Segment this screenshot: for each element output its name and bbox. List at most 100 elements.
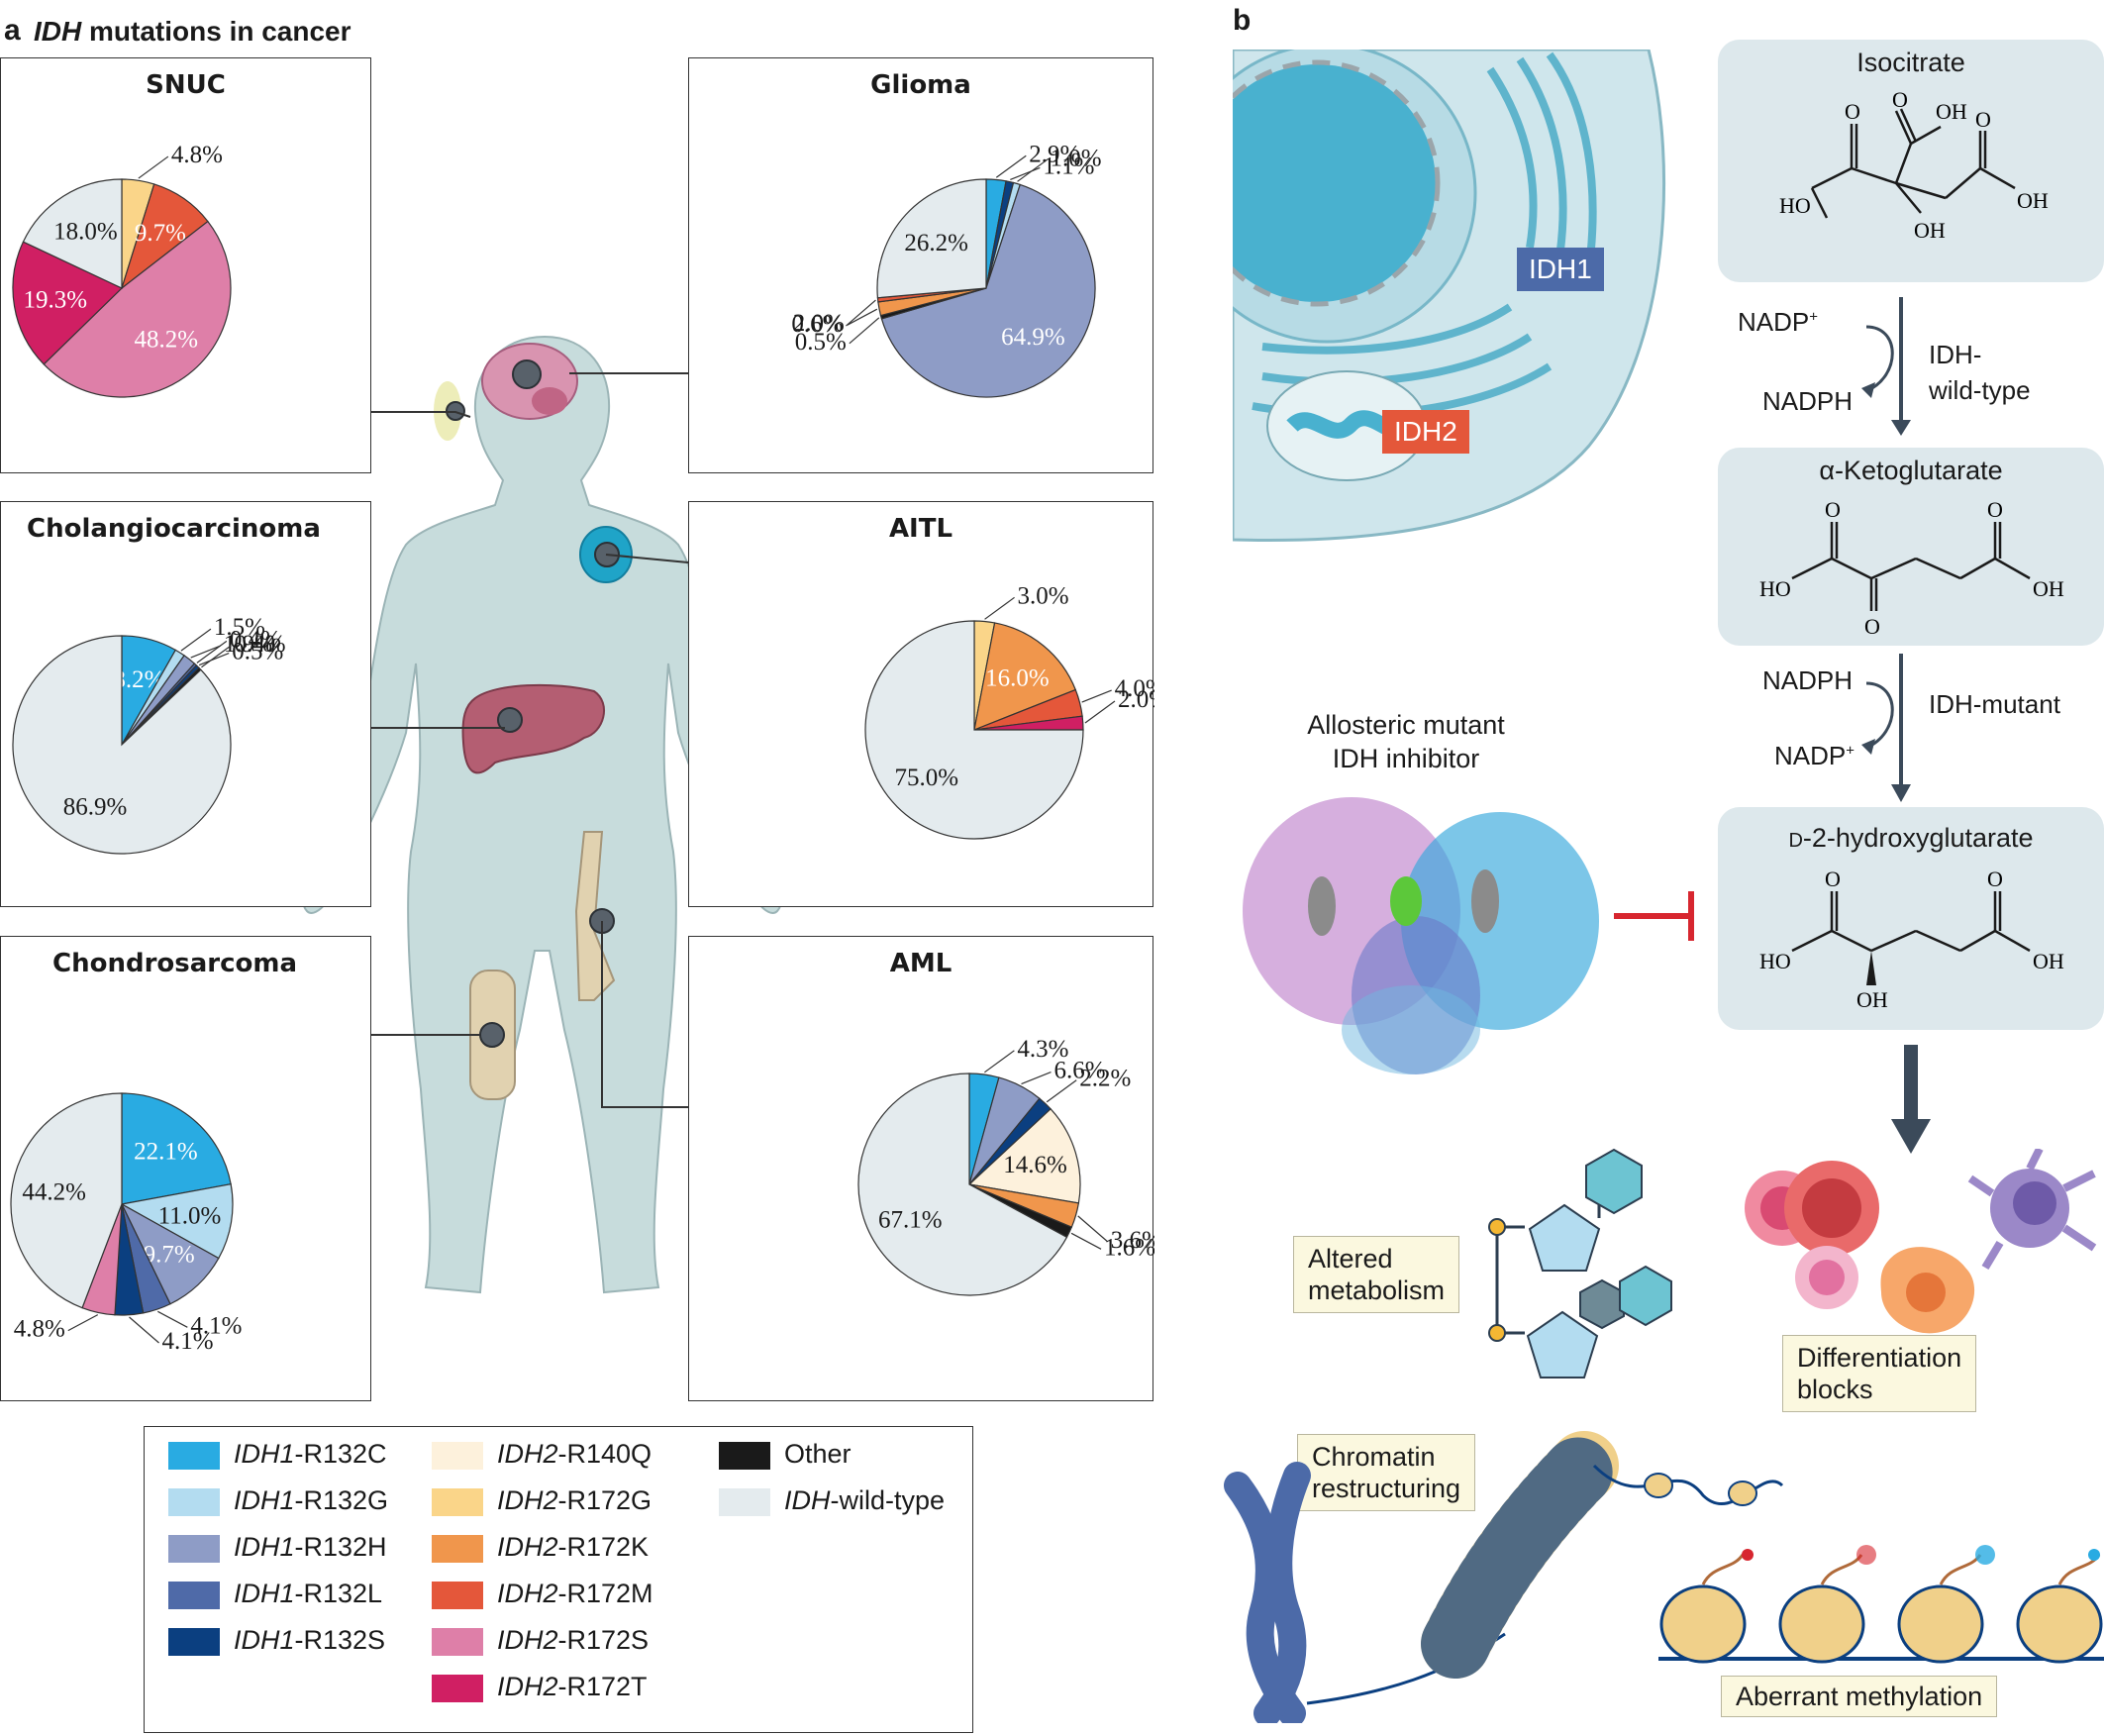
step1-arrow — [1861, 297, 1911, 436]
pie-slice-label: 16.0% — [985, 664, 1050, 691]
pie-slice-label: 2.0% — [1118, 686, 1154, 713]
legend-swatch — [719, 1441, 770, 1470]
chart-cholangiocarcinoma: Cholangiocarcinoma 8.2%1.5%1.9%0.4%0.5%0… — [0, 501, 371, 907]
pie-slice-idh-wild-type — [876, 178, 987, 299]
legend-item: IDH2-R140Q — [432, 1439, 652, 1470]
pie-slice-label: 75.0% — [894, 765, 958, 791]
label-leader-line — [67, 1314, 99, 1332]
pie-slice-label: 0.5% — [795, 329, 847, 356]
pie-slice-label: 18.0% — [53, 218, 118, 245]
chart-title: AITL — [888, 514, 953, 544]
pie-slice-label: 2.9% — [1029, 141, 1080, 167]
legend-gene: IDH2 — [497, 1579, 558, 1608]
legend-variant: -R140Q — [557, 1439, 652, 1469]
pie-slice-idh-wild-type — [864, 620, 1084, 840]
legend-variant: -R172T — [557, 1672, 648, 1701]
label-leader-line — [1010, 166, 1041, 181]
legend-item: IDH-wild-type — [719, 1485, 945, 1516]
akg-box: α-Ketoglutarate HO O O O OH — [1718, 448, 2104, 646]
pie-slice-label: 4.3% — [1017, 1036, 1068, 1063]
d2hg-o2: O — [1987, 867, 2003, 891]
legend-swatch — [168, 1441, 220, 1470]
akg-oh: OH — [2033, 576, 2064, 601]
legend-variant: -wild-type — [830, 1485, 946, 1515]
pie-slice-label: 1.9% — [224, 631, 275, 658]
legend-item: IDH1-R132L — [168, 1579, 382, 1609]
step1-enzyme: IDH-wild-type — [1929, 340, 2031, 405]
step1-nadp: NADP+ — [1738, 307, 1819, 337]
inhibitor-protein — [1243, 797, 1599, 1074]
pie-slice-label: 4.0% — [1115, 675, 1154, 702]
pie-slice-label: 44.2% — [22, 1178, 86, 1205]
legend-gene: IDH1 — [234, 1579, 295, 1608]
pie-slice-label: 0.4% — [234, 631, 285, 658]
label-leader-line — [180, 628, 212, 652]
pie-slice-label: 4.8% — [14, 1316, 65, 1343]
d2hg-structure: HO O OH O OH — [1759, 867, 2064, 1012]
isocitrate-label: Isocitrate — [1856, 48, 1965, 77]
d2hg-oh1: OH — [1856, 987, 1888, 1012]
d2hg-box: D-2-hydroxyglutarate HO O OH O OH — [1718, 807, 2104, 1030]
pie-slice-label: 0.6% — [791, 311, 843, 338]
isocitrate-o2: O — [1892, 87, 1908, 112]
pie-slice-idh2-r172s — [43, 220, 232, 398]
legend-item: IDH2-R172G — [432, 1485, 652, 1516]
legend-variant: -R132L — [294, 1579, 383, 1608]
pie-slice-label: 14.6% — [1003, 1152, 1067, 1178]
idh1-label: IDH1 — [1517, 248, 1604, 291]
pie-slice-label: 1.5% — [214, 614, 265, 641]
step2-nadp: NADP+ — [1774, 741, 1855, 770]
legend-item: IDH2-R172T — [432, 1672, 648, 1702]
legend-gene: IDH2 — [497, 1439, 558, 1469]
pie-slice-idh-wild-type — [10, 1092, 123, 1309]
akg-structure: HO O O O OH — [1759, 497, 2064, 639]
isocitrate-ho: HO — [1779, 193, 1811, 218]
legend-gene: IDH — [784, 1485, 831, 1515]
legend-variant: -R172S — [557, 1625, 650, 1655]
panel-a-letter: a — [4, 14, 21, 47]
legend-item: IDH2-R172M — [432, 1579, 653, 1609]
legend-swatch — [168, 1581, 220, 1609]
inhibition-symbol — [1614, 891, 1694, 941]
pie-slice-label: 22.1% — [134, 1139, 198, 1166]
label-leader-line — [995, 154, 1027, 178]
pie-slice-idh1-r132c — [121, 1092, 232, 1205]
label-leader-line — [1070, 1232, 1102, 1250]
akg-label: α-Ketoglutarate — [1819, 456, 2003, 485]
pie-slice-label: 4.8% — [171, 142, 223, 168]
pie-slice-label: 9.7% — [135, 220, 186, 247]
isocitrate-box: Isocitrate HO O O OH OH O OH — [1718, 40, 2104, 282]
legend-swatch — [168, 1534, 220, 1563]
label-leader-line — [138, 155, 169, 179]
label-leader-line — [984, 596, 1015, 620]
legend-variant: -R172G — [557, 1485, 652, 1515]
pie-slice-label: 1.1% — [1043, 153, 1094, 179]
legend-gene: IDH2 — [497, 1485, 558, 1515]
pie-slice-label: 3.0% — [1018, 582, 1069, 609]
pie-slice-label: 3.6% — [1111, 1227, 1154, 1254]
chart-title: Glioma — [870, 70, 971, 100]
chart-snuc: SNUC 4.8%9.7%48.2%19.3%18.0% — [0, 57, 371, 473]
nucleosome-methylation-illustration — [1658, 1545, 2104, 1664]
blood-cells-icon — [1745, 1149, 2097, 1334]
chart-title: AML — [889, 949, 952, 978]
chart-glioma: Glioma 2.9%1.1%1.0%64.9%0.5%2.0%0.6%26.2… — [688, 57, 1153, 473]
akg-o2: O — [1864, 614, 1880, 639]
pie-slice-label: 86.9% — [63, 794, 128, 821]
pie-slice-label: 0.5% — [232, 639, 283, 665]
legend-gene: IDH1 — [234, 1625, 295, 1655]
legend-variant: Other — [784, 1439, 852, 1469]
isocitrate-o1: O — [1845, 99, 1860, 124]
legend-variant: -R132G — [294, 1485, 389, 1515]
chart-aitl: AITL 3.0% 16.0% 4.0%2.0% 75.0% — [688, 501, 1154, 907]
chart-title: SNUC — [146, 70, 226, 100]
label-leader-line — [1077, 1215, 1109, 1243]
isocitrate-oh3: OH — [2017, 188, 2049, 213]
legend-swatch — [168, 1627, 220, 1656]
isocitrate-o3: O — [1975, 107, 1991, 132]
isocitrate-oh2: OH — [1914, 218, 1946, 243]
chart-title: Chondrosarcoma — [52, 949, 298, 978]
label-leader-line — [1084, 700, 1116, 724]
